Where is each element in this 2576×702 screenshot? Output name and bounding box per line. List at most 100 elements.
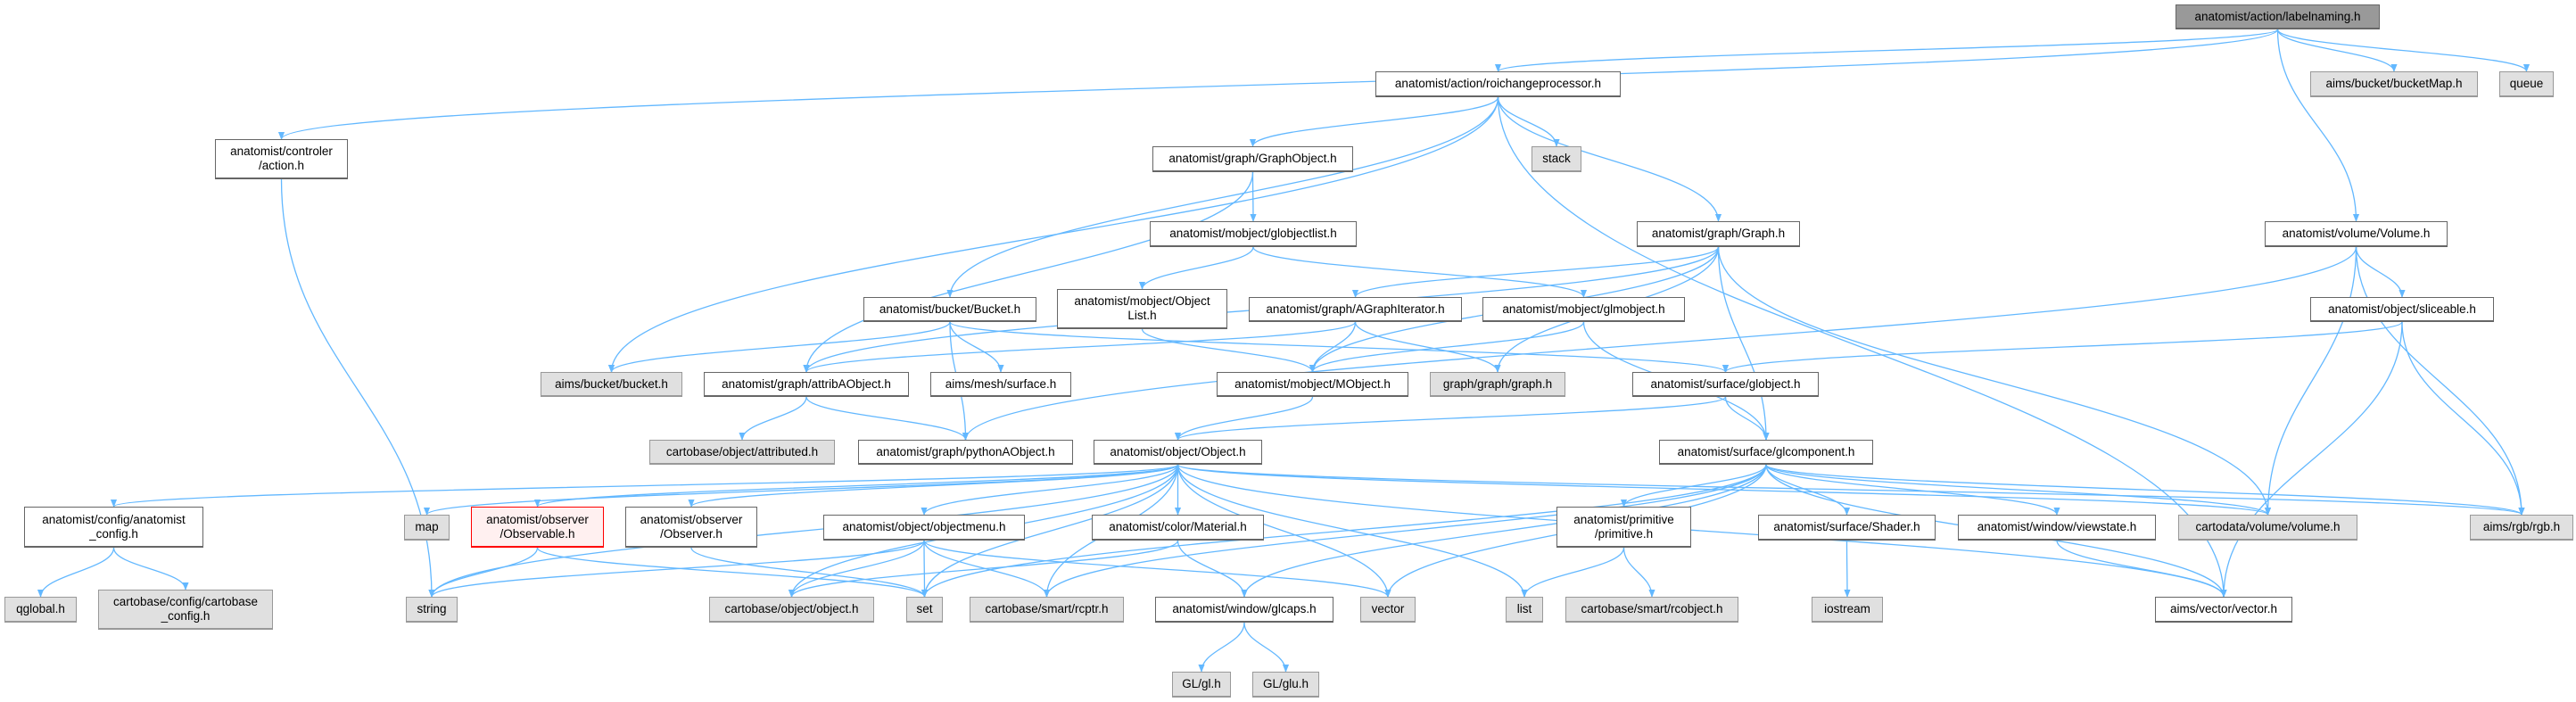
edge-primitive-to-rcobject [1622,547,1655,598]
edge-volumeh-to-pythonaobject [962,246,2357,441]
node-attribaobject[interactable]: anatomist/graph/attribAObject.h [704,372,909,397]
edge-glcaps-to-gl [1198,622,1245,673]
node-cbobject[interactable]: cartobase/object/object.h [709,597,874,623]
edge-graphobject-to-globjectlist [1250,171,1257,222]
edge-glcomponent-to-set [921,464,1767,598]
node-objecth[interactable]: anatomist/object/Object.h [1094,440,1262,465]
edge-objecth-to-set [921,464,1179,598]
edge-objecth-to-rgb [1177,464,2525,516]
edge-sliceable-to-rgb [2401,321,2525,516]
edge-globject-to-glcomponent [1724,396,1770,441]
edge-mobject-to-objecth [1174,396,1314,441]
edge-objecth-to-string [428,464,1179,598]
node-viewstate[interactable]: anatomist/window/viewstate.h [1958,515,2156,541]
edge-viewstate-to-aimsvector [2056,540,2227,598]
node-bucketB[interactable]: anatomist/bucket/Bucket.h [863,297,1036,322]
node-primitive[interactable]: anatomist/primitive /primitive.h [1556,507,1691,548]
edge-observable-to-set [536,547,928,598]
node-sliceable[interactable]: anatomist/object/sliceable.h [2310,297,2494,322]
edge-glcaps-to-glu [1243,622,1290,673]
edge-glcomponent-to-shader [1765,464,1851,516]
node-rgb[interactable]: aims/rgb/rgb.h [2470,515,2573,541]
edge-roichange-to-graphh [1497,96,1722,222]
edge-roichange-to-aimsvector [1497,96,2227,598]
edge-volumeh-to-rgb [2355,246,2525,516]
node-vector[interactable]: vector [1360,597,1416,623]
node-attributed[interactable]: cartobase/object/attributed.h [649,440,835,465]
edge-objecth-to-cartovolume [1177,464,2271,516]
node-agraphiter[interactable]: anatomist/graph/AGraphIterator.h [1249,297,1462,322]
edge-agraphiter-to-graphgraph [1354,321,1501,373]
edge-observer-to-set [690,547,929,598]
node-stack[interactable]: stack [1532,146,1581,172]
node-glu[interactable]: GL/glu.h [1252,672,1319,698]
edge-config-to-qglobal [37,547,115,598]
node-labelnaming[interactable]: anatomist/action/labelnaming.h [2176,4,2380,29]
edge-volumeh-to-sliceable [2355,246,2406,298]
node-graphgraph[interactable]: graph/graph/graph.h [1430,372,1565,397]
edge-roichange-to-bucketB [946,96,1499,298]
edge-objectmenu-to-vector [923,540,1391,598]
edge-objecth-to-vector [1177,464,1391,598]
node-volumeh[interactable]: anatomist/volume/Volume.h [2265,221,2448,247]
edge-roichange-to-graphobject [1249,96,1499,147]
edge-glcomponent-to-viewstate [1765,464,2060,516]
edge-objectlist-to-mobject [1141,328,1317,373]
node-config[interactable]: anatomist/config/anatomist _config.h [24,507,203,548]
node-pythonaobject[interactable]: anatomist/graph/pythonAObject.h [858,440,1073,465]
edge-sliceable-to-aimsvector [2220,321,2403,598]
node-controler[interactable]: anatomist/controler /action.h [215,139,348,179]
node-bucketMap[interactable]: aims/bucket/bucketMap.h [2310,71,2478,97]
node-glcaps[interactable]: anatomist/window/glcaps.h [1155,597,1333,623]
edge-shader-to-iostream [1844,540,1851,598]
node-list[interactable]: list [1506,597,1543,623]
node-iostream[interactable]: iostream [1812,597,1883,623]
node-glcomponent[interactable]: anatomist/surface/glcomponent.h [1659,440,1873,465]
node-observable[interactable]: anatomist/observer /Observable.h [471,507,604,548]
edge-bucketB-to-aimsbucket [607,321,951,373]
node-graphh[interactable]: anatomist/graph/Graph.h [1637,221,1800,247]
node-objectlist[interactable]: anatomist/mobject/Object List.h [1057,289,1227,329]
node-string[interactable]: string [406,597,458,623]
edge-glcomponent-to-primitive [1620,464,1767,508]
edge-material-to-cbobject [788,540,1179,598]
edge-sliceable-to-globject [1722,321,2403,373]
node-roichange[interactable]: anatomist/action/roichangeprocessor.h [1375,71,1621,97]
edge-material-to-glcaps [1177,540,1248,598]
edge-labelnaming-to-volumeh [2276,29,2360,222]
node-gl[interactable]: GL/gl.h [1172,672,1231,698]
edge-glcomponent-to-cartovolume [1765,464,2271,516]
node-rcobject[interactable]: cartobase/smart/rcobject.h [1565,597,1738,623]
node-objectmenu[interactable]: anatomist/object/objectmenu.h [823,515,1025,541]
edge-roichange-to-aimsbucket [607,96,1499,373]
node-graphobject[interactable]: anatomist/graph/GraphObject.h [1152,146,1353,172]
node-shader[interactable]: anatomist/surface/Shader.h [1758,515,1936,541]
edge-globjectlist-to-objectlist [1138,246,1254,290]
edge-bucketB-to-globject [949,321,1729,373]
node-queue[interactable]: queue [2499,71,2554,97]
node-qglobal[interactable]: qglobal.h [4,597,77,623]
node-mobject[interactable]: anatomist/mobject/MObject.h [1217,372,1408,397]
edge-objecth-to-observer [688,464,1179,508]
node-material[interactable]: anatomist/color/Material.h [1092,515,1264,541]
edge-globjectlist-to-glmobject [1252,246,1588,298]
edge-objectmenu-to-set [921,540,929,598]
node-cartovolume[interactable]: cartodata/volume/volume.h [2178,515,2357,541]
edge-primitive-to-list [1521,547,1625,598]
edge-glcomponent-to-rgb [1765,464,2525,516]
node-observer[interactable]: anatomist/observer /Observer.h [625,507,757,548]
node-surface[interactable]: aims/mesh/surface.h [930,372,1071,397]
node-glmobject[interactable]: anatomist/mobject/glmobject.h [1482,297,1685,322]
node-aimsvector[interactable]: aims/vector/vector.h [2155,597,2292,623]
node-globjectlist[interactable]: anatomist/mobject/globjectlist.h [1150,221,1357,247]
node-aimsbucket[interactable]: aims/bucket/bucket.h [541,372,682,397]
node-set[interactable]: set [906,597,943,623]
node-map[interactable]: map [404,515,450,541]
node-rcptr[interactable]: cartobase/smart/rcptr.h [970,597,1124,623]
node-globject[interactable]: anatomist/surface/globject.h [1632,372,1819,397]
node-cbconfig[interactable]: cartobase/config/cartobase _config.h [98,590,273,630]
edge-labelnaming-to-controler [278,29,2279,140]
edge-attribaobject-to-pythonaobject [805,396,970,441]
edge-globject-to-objecth [1175,396,1727,441]
